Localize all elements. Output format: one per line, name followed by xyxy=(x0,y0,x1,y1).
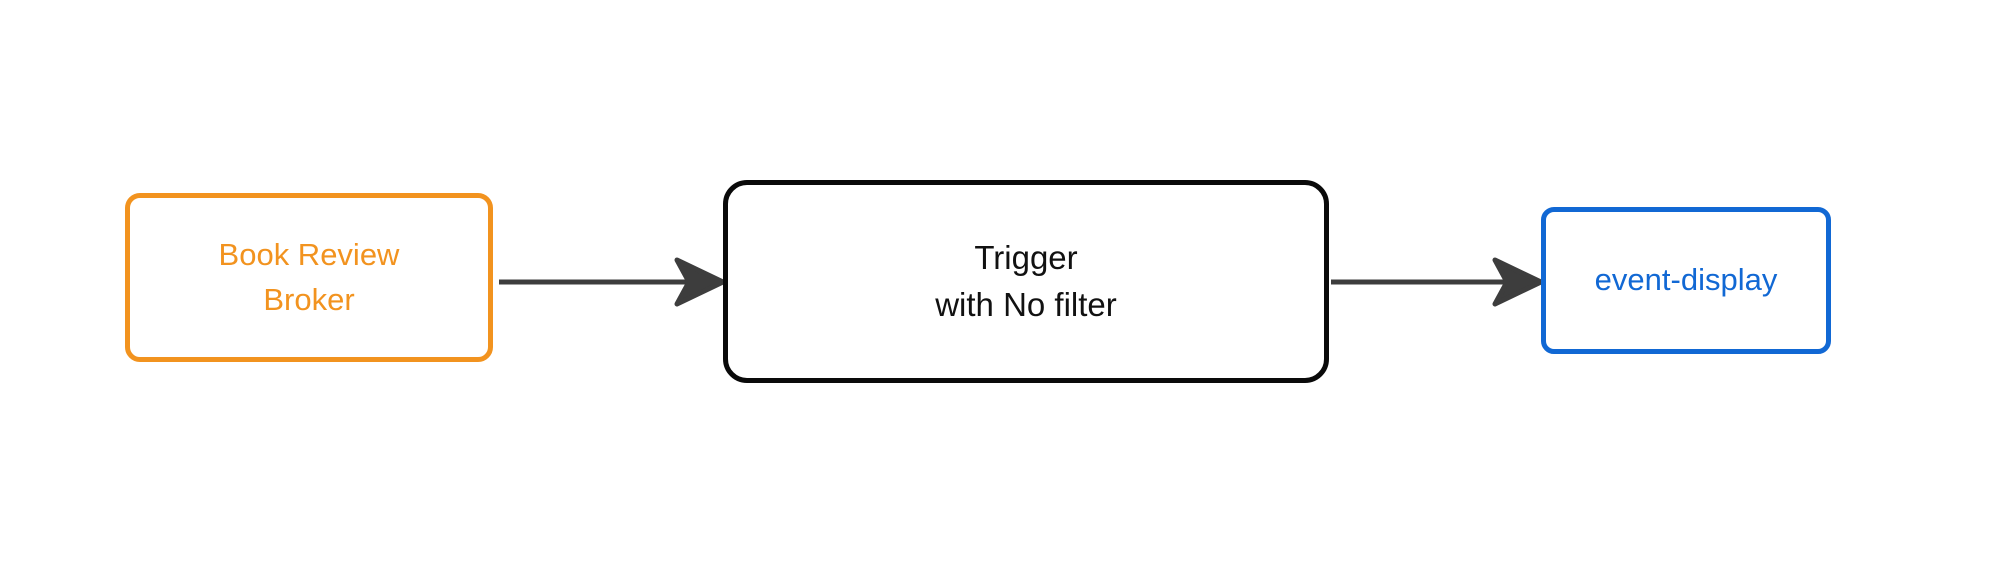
node-broker-label-line-2: Broker xyxy=(263,281,355,317)
edge-trigger-to-event-display-arrowhead-icon xyxy=(1492,257,1544,307)
node-event-display-label: event-display xyxy=(1594,262,1778,298)
edge-broker-to-trigger-arrowhead-icon xyxy=(674,257,726,307)
node-trigger-label-line-1: Trigger xyxy=(974,238,1078,276)
node-event-display[interactable]: event-display xyxy=(1541,207,1831,354)
node-trigger-with-no-filter[interactable]: Trigger with No filter xyxy=(723,180,1329,383)
node-book-review-broker[interactable]: Book Review Broker xyxy=(125,193,493,362)
edge-broker-to-trigger xyxy=(499,257,726,307)
node-trigger-label-line-2: with No filter xyxy=(935,285,1117,323)
node-broker-label-line-1: Book Review xyxy=(218,237,400,273)
edge-trigger-to-event-display xyxy=(1331,257,1544,307)
